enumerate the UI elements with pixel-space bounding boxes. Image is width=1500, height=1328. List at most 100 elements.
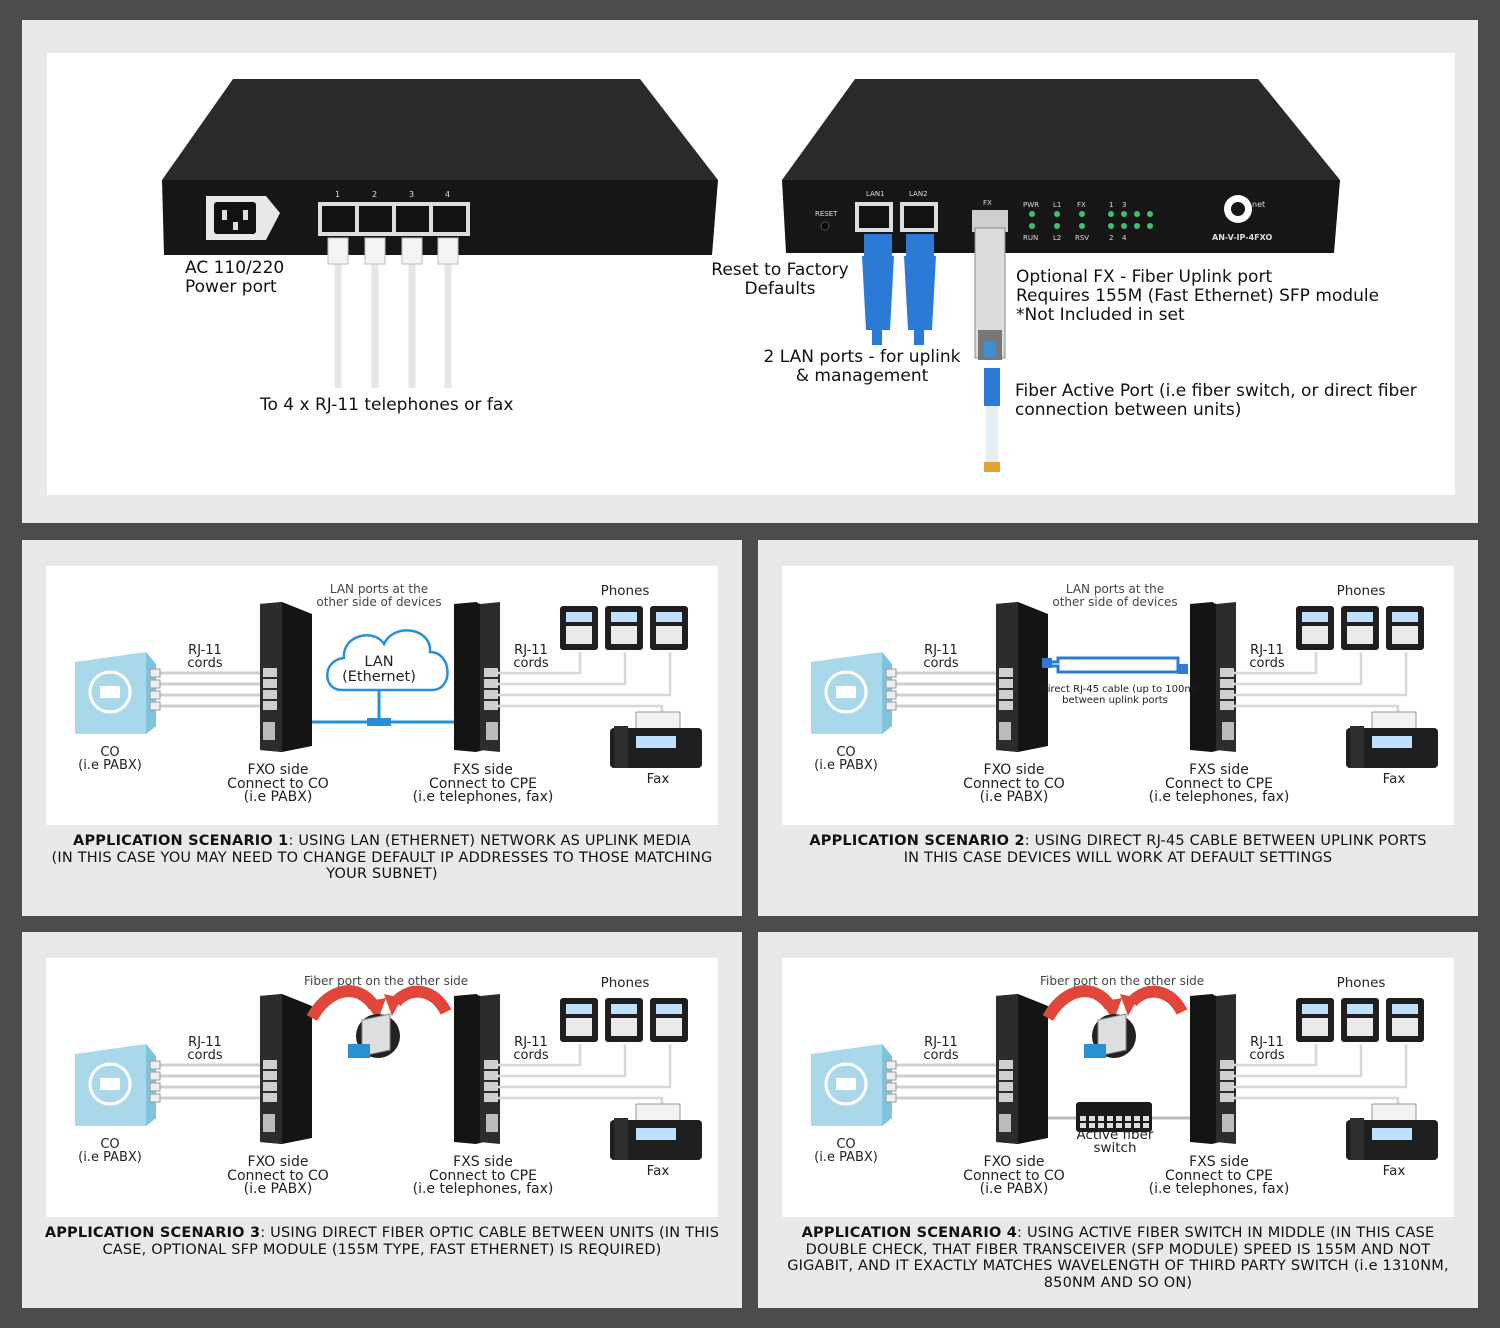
device1-top	[162, 79, 718, 180]
caption-text: : USING DIRECT FIBER OPTIC CABLE BETWEEN…	[260, 1225, 720, 1241]
power-socket-icon	[486, 1114, 498, 1132]
fx-panel-text: FX	[983, 199, 992, 207]
rj45-cable	[1048, 656, 1180, 674]
phone-line	[1232, 652, 1363, 686]
rj11-port	[999, 1071, 1013, 1080]
arrow-left	[306, 985, 379, 1022]
rj11-port	[484, 1082, 498, 1091]
fiber-switch-line: switch	[1093, 1140, 1137, 1156]
rj11-label-line: cords	[1249, 656, 1285, 671]
port-number-4: 4	[445, 190, 451, 199]
phone-line	[496, 652, 582, 675]
fxo-label-line: (i.e PABX)	[979, 789, 1049, 805]
led-run: RUN	[1023, 234, 1039, 242]
led-rsv: RSV	[1075, 234, 1090, 242]
rj11-label-line: RJ-11	[924, 1035, 958, 1050]
top-note: Fiber port on the other side	[304, 975, 468, 988]
rj11-port	[263, 1082, 277, 1091]
co-label-line: CO	[836, 1137, 856, 1152]
rj11-port	[263, 1071, 277, 1080]
rj11-label-line: cords	[1249, 1048, 1285, 1063]
fxo-label-line: (i.e PABX)	[979, 1181, 1049, 1197]
co-label-line: (i.e PABX)	[78, 758, 142, 773]
fxs-label-line: FXS side	[1189, 1154, 1249, 1170]
rj11-label-line: RJ-11	[188, 643, 222, 658]
phones-label: Phones	[1336, 975, 1386, 991]
lan2-panel-text: LAN2	[909, 190, 928, 198]
caption-line: CASE, OPTIONAL SFP MODULE (155M TYPE, FA…	[102, 1241, 662, 1258]
fxs-label-line: (i.e telephones, fax)	[1148, 1181, 1290, 1197]
caption-line: APPLICATION SCENARIO 1: USING LAN (ETHER…	[26, 833, 738, 850]
rj11-port	[484, 668, 498, 677]
rj11-port	[999, 1060, 1013, 1069]
rj11-label-line: RJ-11	[514, 1035, 548, 1050]
fax-label: Fax	[1382, 1163, 1406, 1179]
rj45-cable-line: Direct RJ-45 cable (up to 100m)	[1040, 684, 1198, 695]
rj11-port	[484, 701, 498, 710]
arrow-right	[391, 985, 452, 1016]
phone-icon	[824, 670, 868, 714]
co-label-line: (i.e PABX)	[814, 1150, 878, 1165]
scenario-diagram	[75, 602, 702, 768]
lan-cloud-line: LAN	[364, 654, 394, 670]
phone-line	[496, 1044, 672, 1089]
rj11-port	[263, 690, 277, 699]
reset-panel-text: RESET	[815, 210, 838, 218]
rj11-label-line: RJ-11	[924, 643, 958, 658]
co-label: CO(i.e PABX)	[74, 746, 146, 772]
fxs-label-line: FXS side	[1189, 762, 1249, 778]
fxs-label-line: (i.e telephones, fax)	[1148, 789, 1290, 805]
rj11-port	[484, 1060, 498, 1069]
co-label: CO(i.e PABX)	[810, 1138, 882, 1164]
power-socket-icon	[1222, 1114, 1234, 1132]
co-label-line: (i.e PABX)	[814, 758, 878, 773]
rj11-port	[1220, 701, 1234, 710]
rj11-port	[484, 690, 498, 699]
rj11-port	[263, 1093, 277, 1102]
rj11-port	[263, 701, 277, 710]
fax-label: Fax	[1382, 771, 1406, 787]
phone-line	[496, 652, 627, 686]
fxo-label-line: Connect to CO	[227, 775, 329, 792]
rj11-port	[999, 1093, 1013, 1102]
top-note-line: Fiber port on the other side	[1040, 974, 1205, 988]
rj11-label-line: cords	[187, 656, 223, 671]
top-note-line: other side of devices	[316, 594, 442, 609]
phone-line	[1232, 652, 1318, 675]
phones-label: Phones	[600, 583, 650, 599]
phone-line	[1232, 1044, 1318, 1067]
port-number-2: 2	[372, 190, 378, 199]
rj11-port	[999, 668, 1013, 677]
caption-title: APPLICATION SCENARIO 1	[73, 833, 289, 849]
fxs-label-line: FXS side	[453, 762, 513, 778]
caption-title: APPLICATION SCENARIO 2	[809, 833, 1025, 849]
fxo-label-line: Connect to CO	[963, 775, 1065, 792]
rj11-port	[484, 1071, 498, 1080]
rj11-label-line: cords	[923, 656, 959, 671]
fxs-label-line: Connect to CPE	[429, 775, 537, 792]
phone-icon	[88, 1062, 132, 1106]
fxs-label-line: Connect to CPE	[1165, 1167, 1273, 1184]
caption-title: APPLICATION SCENARIO 4	[801, 1225, 1018, 1241]
device2-top	[782, 79, 1340, 180]
rj11-label-line: cords	[513, 1048, 549, 1063]
scenario-diagram	[811, 602, 1438, 768]
scenario-caption: APPLICATION SCENARIO 4: USING ACTIVE FIB…	[762, 1225, 1474, 1291]
caption-line: IN THIS CASE DEVICES WILL WORK AT DEFAUL…	[903, 849, 1333, 866]
fxs-label-line: FXS side	[453, 1154, 513, 1170]
rj11-label-line: RJ-11	[514, 643, 548, 658]
top-note-line: other side of devices	[1052, 594, 1178, 609]
led-l2: L2	[1053, 234, 1062, 242]
caption-text: : USING LAN (ETHERNET) NETWORK AS UPLINK…	[288, 833, 691, 849]
